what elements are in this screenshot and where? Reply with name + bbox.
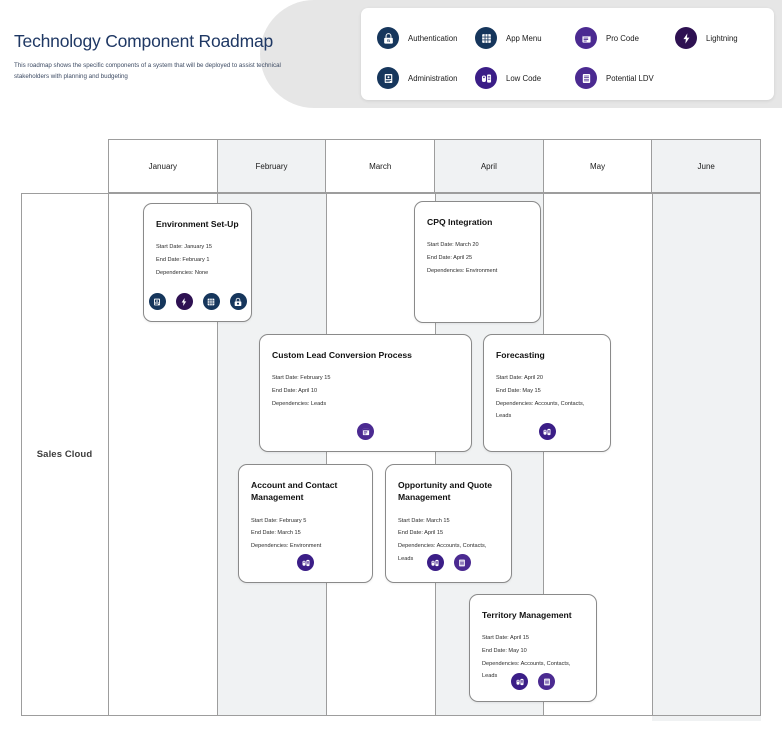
legend-row-1: Authentication xyxy=(361,18,774,58)
title-block: Technology Component Roadmap This roadma… xyxy=(14,31,304,83)
card-start-date: Start Date: April 15 xyxy=(482,635,529,642)
roadmap-card-environment-set-up[interactable]: Environment Set-Up Start Date: January 1… xyxy=(143,203,252,322)
month-cell-april: April xyxy=(435,140,544,193)
month-cell-january: January xyxy=(109,140,218,193)
card-dependencies: Dependencies: Accounts, Contacts, Leads xyxy=(482,660,571,680)
card-icon-row xyxy=(144,293,251,310)
card-end-date: End Date: April 10 xyxy=(272,388,318,395)
timeline-month-header: January February March April May June xyxy=(108,139,762,193)
card-start-date: Start Date: March 20 xyxy=(427,242,479,249)
card-title: Opportunity and Quote Management xyxy=(398,480,493,503)
legend-panel: Authentication xyxy=(361,8,774,100)
roadmap-card-custom-lead-conversion-process[interactable]: Custom Lead Conversion Process Start Dat… xyxy=(259,334,472,452)
legend-label: Potential LDV xyxy=(606,73,654,83)
page-title: Technology Component Roadmap xyxy=(14,31,274,51)
low-code-icon xyxy=(511,673,528,690)
code-window-icon xyxy=(357,423,374,440)
page-subtitle: This roadmap shows the specific componen… xyxy=(14,62,281,81)
database-stack-icon xyxy=(538,673,555,690)
card-dependencies: Dependencies: Accounts, Contacts, Leads xyxy=(398,543,487,562)
lock-icon xyxy=(229,293,247,310)
card-end-date: End Date: February 1 xyxy=(156,257,210,264)
legend-item-lightning[interactable]: Lightning xyxy=(675,27,770,49)
roadmap-card-account-and-contact-management[interactable]: Account and Contact Management Start Dat… xyxy=(238,464,373,583)
month-cell-february: February xyxy=(217,140,327,193)
card-title: Territory Management xyxy=(482,610,572,620)
column-shade-june xyxy=(652,193,762,721)
legend-label: Authentication xyxy=(408,33,458,43)
card-end-date: End Date: May 10 xyxy=(482,648,527,655)
card-dependencies: Dependencies: Environment xyxy=(427,267,498,274)
legend-item-authentication[interactable]: Authentication xyxy=(361,27,475,49)
roadmap-card-territory-management[interactable]: Territory Management Start Date: April 1… xyxy=(469,594,597,702)
card-end-date: End Date: April 15 xyxy=(398,530,444,537)
card-end-date: End Date: April 25 xyxy=(427,255,473,262)
card-title: Environment Set-Up xyxy=(156,219,239,229)
legend-label: Administration xyxy=(408,73,458,83)
card-end-date: End Date: May 15 xyxy=(496,388,541,395)
card-dependencies: Dependencies: Environment xyxy=(251,543,322,550)
month-cell-march: March xyxy=(326,140,436,193)
header-band: Technology Component Roadmap This roadma… xyxy=(0,0,782,108)
legend-item-pro-code[interactable]: Pro Code xyxy=(575,27,675,49)
lock-icon xyxy=(377,27,399,49)
legend-label: Low Code xyxy=(506,73,542,83)
low-code-icon xyxy=(297,554,314,571)
card-icon-row xyxy=(386,554,511,571)
code-window-icon xyxy=(575,27,597,49)
card-title: Forecasting xyxy=(496,350,545,360)
card-title: Custom Lead Conversion Process xyxy=(272,350,412,360)
grid-divider xyxy=(108,193,109,716)
roadmap-card-cpq-integration[interactable]: CPQ Integration Start Date: March 20 End… xyxy=(414,201,541,323)
card-dependencies: Dependencies: Accounts, Contacts, Leads xyxy=(496,400,585,420)
grid-divider xyxy=(217,193,218,716)
card-icon-row xyxy=(470,673,596,690)
lightning-bolt-icon xyxy=(675,27,697,49)
database-stack-icon xyxy=(453,554,471,571)
card-start-date: Start Date: March 15 xyxy=(398,517,450,524)
card-start-date: Start Date: February 15 xyxy=(272,375,331,382)
roadmap-card-opportunity-and-quote-management[interactable]: Opportunity and Quote Management Start D… xyxy=(385,464,512,583)
roadmap-card-forecasting[interactable]: Forecasting Start Date: April 20 End Dat… xyxy=(483,334,611,452)
grid-divider xyxy=(543,193,545,716)
month-cell-may: May xyxy=(543,140,653,193)
low-code-icon xyxy=(475,67,497,89)
card-title: CPQ Integration xyxy=(427,217,493,227)
card-start-date: Start Date: April 20 xyxy=(496,375,543,382)
lightning-bolt-icon xyxy=(175,293,193,310)
grid-icon xyxy=(202,293,220,310)
card-start-date: Start Date: February 5 xyxy=(251,517,307,524)
legend-item-app-menu[interactable]: App Menu xyxy=(475,27,575,49)
database-stack-icon xyxy=(575,67,597,89)
card-dependencies: Dependencies: None xyxy=(156,269,209,276)
legend-item-low-code[interactable]: Low Code xyxy=(475,67,575,89)
low-code-icon xyxy=(538,423,556,440)
legend-label: Pro Code xyxy=(606,33,639,43)
grid-icon xyxy=(475,27,497,49)
admin-gear-icon xyxy=(377,67,399,89)
legend-item-potential-ldv[interactable]: Potential LDV xyxy=(575,67,695,89)
legend-label: Lightning xyxy=(706,33,738,43)
swimlane-label: Sales Cloud xyxy=(36,449,93,460)
legend-row-2: Administration xyxy=(361,58,774,98)
grid-divider xyxy=(434,193,436,716)
card-icon-row xyxy=(260,423,471,440)
card-icon-row xyxy=(239,554,372,571)
legend-label: App Menu xyxy=(506,33,542,43)
month-cell-june: June xyxy=(652,140,762,193)
card-dependencies: Dependencies: Leads xyxy=(272,400,327,407)
legend-item-administration[interactable]: Administration xyxy=(361,67,475,89)
card-icon-row xyxy=(484,423,610,440)
card-end-date: End Date: March 15 xyxy=(251,530,301,537)
grid-divider xyxy=(325,193,327,716)
swimlane-sales-cloud xyxy=(21,193,761,716)
admin-gear-icon xyxy=(148,293,166,310)
card-title: Account and Contact Management xyxy=(251,480,338,503)
grid-divider xyxy=(652,193,654,716)
card-start-date: Start Date: January 15 xyxy=(156,244,212,251)
low-code-icon xyxy=(426,554,444,571)
